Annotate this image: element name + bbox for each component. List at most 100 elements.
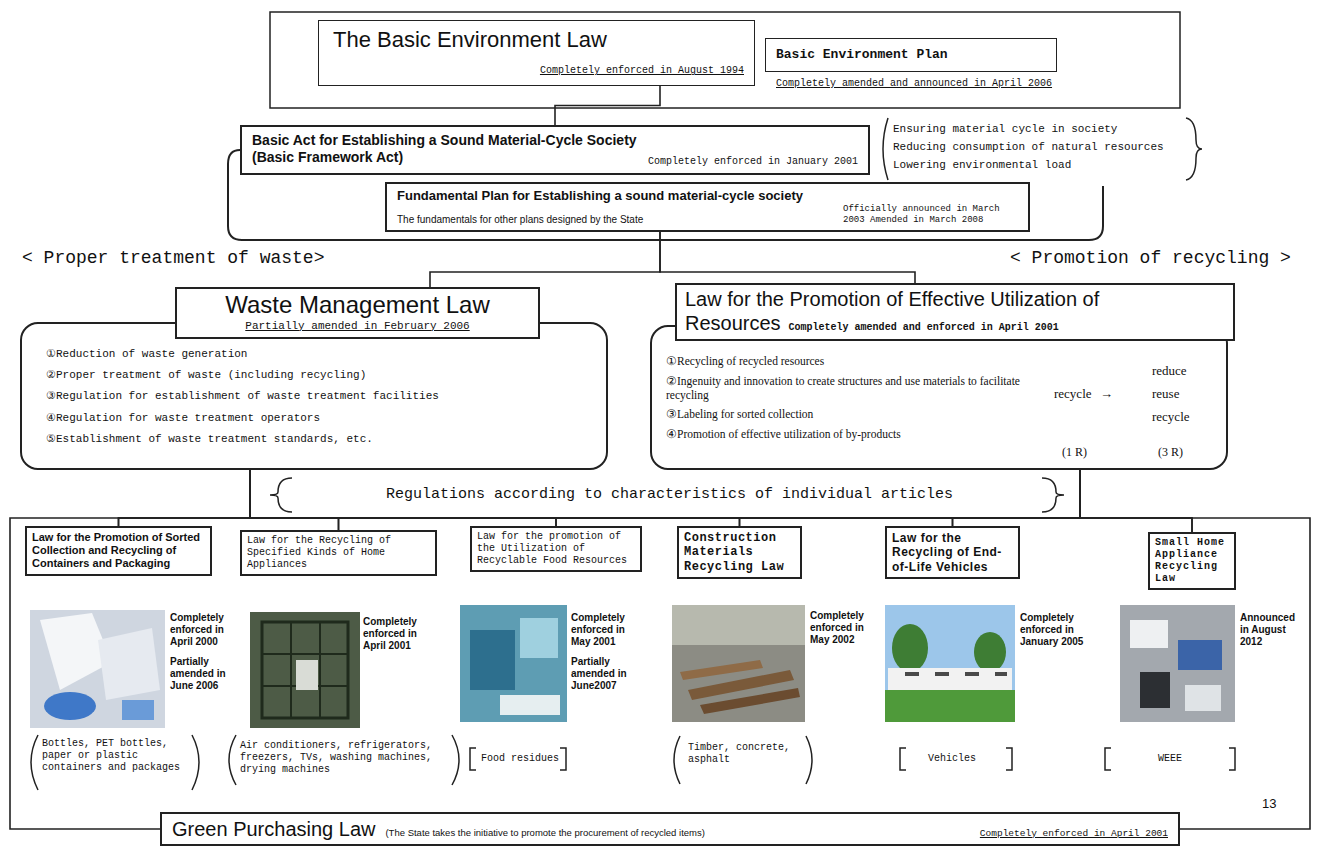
aim-note: Reducing consumption of natural resource… [893, 141, 1164, 154]
plan-title: Basic Environment Plan [776, 47, 1046, 63]
law-title-box: Law for the Promotion of Sorted Collecti… [25, 526, 212, 576]
item-list: Food residues [481, 753, 559, 765]
bracket [806, 736, 812, 784]
vehicles-photo [885, 605, 1015, 722]
act-title: Basic Act for Establishing a Sound Mater… [252, 132, 662, 166]
plan-note: The fundamentals for other plans designe… [397, 214, 643, 226]
date-note: Completely enforced in April 2001 [980, 828, 1168, 839]
law-title-box: Small Home Appliance Recycling Law [1148, 532, 1236, 590]
item-list: WEEE [1158, 753, 1182, 765]
list-item: ①Recycling of recycled resources [666, 355, 1036, 369]
photo-ground [1120, 605, 1235, 722]
date-note: Completely amended and announced in Apri… [776, 78, 1052, 90]
law-note: (The State takes the initiative to promo… [385, 827, 704, 838]
connector-line [555, 86, 660, 125]
date-note: Completely enforced in August 1994 [333, 65, 744, 77]
law-title-box: Law for the Recycling of End-of-Life Veh… [885, 526, 1020, 579]
r-word: recycle [1152, 409, 1190, 425]
act-box: Basic Act for Establishing a Sound Mater… [240, 125, 870, 175]
photo-machine [520, 618, 558, 658]
law-title: Small Home Appliance Recycling Law [1155, 537, 1229, 585]
containers-photo [30, 610, 165, 728]
connector-line [430, 232, 660, 287]
photo-tree [974, 632, 1006, 672]
photo-cars [888, 668, 1012, 690]
date-note: Completely enforced in January 2005 [1020, 612, 1090, 648]
r-word: reduce [1152, 363, 1187, 379]
list-item: ②Proper treatment of waste (including re… [46, 369, 592, 382]
photo-timber [700, 688, 800, 714]
date-note: Completely enforced in May 2002 [810, 610, 876, 646]
connector-line [339, 470, 1081, 530]
brace [1042, 478, 1064, 512]
date-note: Completely amended and enforced in April… [789, 322, 1059, 333]
item-list: Air conditioners, refrigerators, freezer… [240, 740, 452, 776]
connector-line [660, 232, 915, 283]
plan-title: Fundamental Plan for Establishing a soun… [397, 188, 1018, 204]
law-title: Law for the promotion of the Utilization… [477, 531, 635, 567]
list-item: ④Regulation for waste treatment operator… [46, 412, 592, 425]
photo-cage [262, 622, 348, 718]
r-word: recycle [1054, 386, 1092, 402]
photo-package [122, 700, 154, 720]
date-note: Completely enforced in April 2001 [363, 616, 429, 652]
photo-machine [470, 630, 515, 690]
date-note: Partially amended in June 2006 [170, 656, 236, 692]
law-title-box: Law for the Recycling of Specified Kinds… [240, 530, 437, 576]
bracket [1105, 748, 1111, 770]
law-title: Waste Management Law [185, 291, 530, 320]
photo-appliance [1178, 640, 1222, 670]
date-note: Completely enforced in April 2000 [170, 612, 236, 648]
list-box: ①Reduction of waste generation ②Proper tr… [20, 322, 608, 470]
bracket [192, 735, 199, 790]
photo-sky [672, 605, 805, 645]
photo-tree [892, 624, 928, 672]
list-item: ①Reduction of waste generation [46, 348, 592, 361]
photo-bottle [44, 692, 96, 720]
law-box: The Basic Environment LawCompletely enfo… [318, 20, 755, 86]
framework-frame [270, 12, 1180, 108]
photo-ground [30, 610, 165, 728]
photo-appliance [296, 660, 318, 690]
r-count: (1 R) [1062, 445, 1087, 459]
photo-appliance [1185, 685, 1221, 711]
list-item: ③Regulation for establishment of waste t… [46, 390, 592, 403]
law-title: Law for the Promotion of Sorted Collecti… [32, 531, 205, 571]
bracket [674, 736, 680, 784]
bracket [560, 748, 566, 770]
section-label: < Proper treatment of waste> [22, 248, 324, 270]
connector-line [250, 470, 1192, 532]
r-count: (3 R) [1158, 445, 1183, 459]
photo-ground [460, 605, 567, 722]
bracket [1006, 748, 1012, 770]
aim-note: Ensuring material cycle in society [893, 123, 1117, 136]
bracket [452, 735, 459, 785]
photo-sky [885, 605, 1015, 722]
law-title: Green Purchasing Law [172, 817, 375, 841]
law-title: Law for the Recycling of Specified Kinds… [247, 535, 430, 571]
list-item: ②Ingenuity and innovation to create stru… [666, 375, 1036, 403]
connector-line [250, 470, 339, 530]
law-title: Law for the Recycling of End-of-Life Veh… [892, 531, 1013, 574]
arrow-sign: → [1100, 386, 1113, 402]
date-note: Officially announced in March 2003 Amend… [843, 204, 1018, 226]
item-list: Vehicles [928, 753, 976, 765]
photo-appliance [1140, 672, 1170, 708]
photo-appliance [1130, 620, 1168, 648]
appliances-photo [250, 612, 360, 728]
item-list: Timber, concrete, asphalt [688, 742, 800, 766]
connector-line [119, 470, 1081, 526]
photo-tray [500, 695, 560, 715]
bracket [470, 748, 476, 770]
page-number: 13 [1262, 796, 1276, 812]
law-title-box: Waste Management LawPartially amended in… [175, 287, 540, 339]
law-title-box: Law for the Promotion of Effective Utili… [675, 283, 1235, 341]
aim-note: Lowering environmental load [893, 159, 1071, 172]
date-note: Announced in August 2012 [1240, 612, 1298, 648]
date-note: Partially amended in June2007 [571, 656, 635, 692]
photo-windows [905, 672, 1007, 676]
law-title: Construction Materials Recycling Law [684, 531, 795, 574]
list-item: ④Promotion of effective utilization of b… [666, 428, 1036, 442]
brace [1186, 118, 1202, 180]
